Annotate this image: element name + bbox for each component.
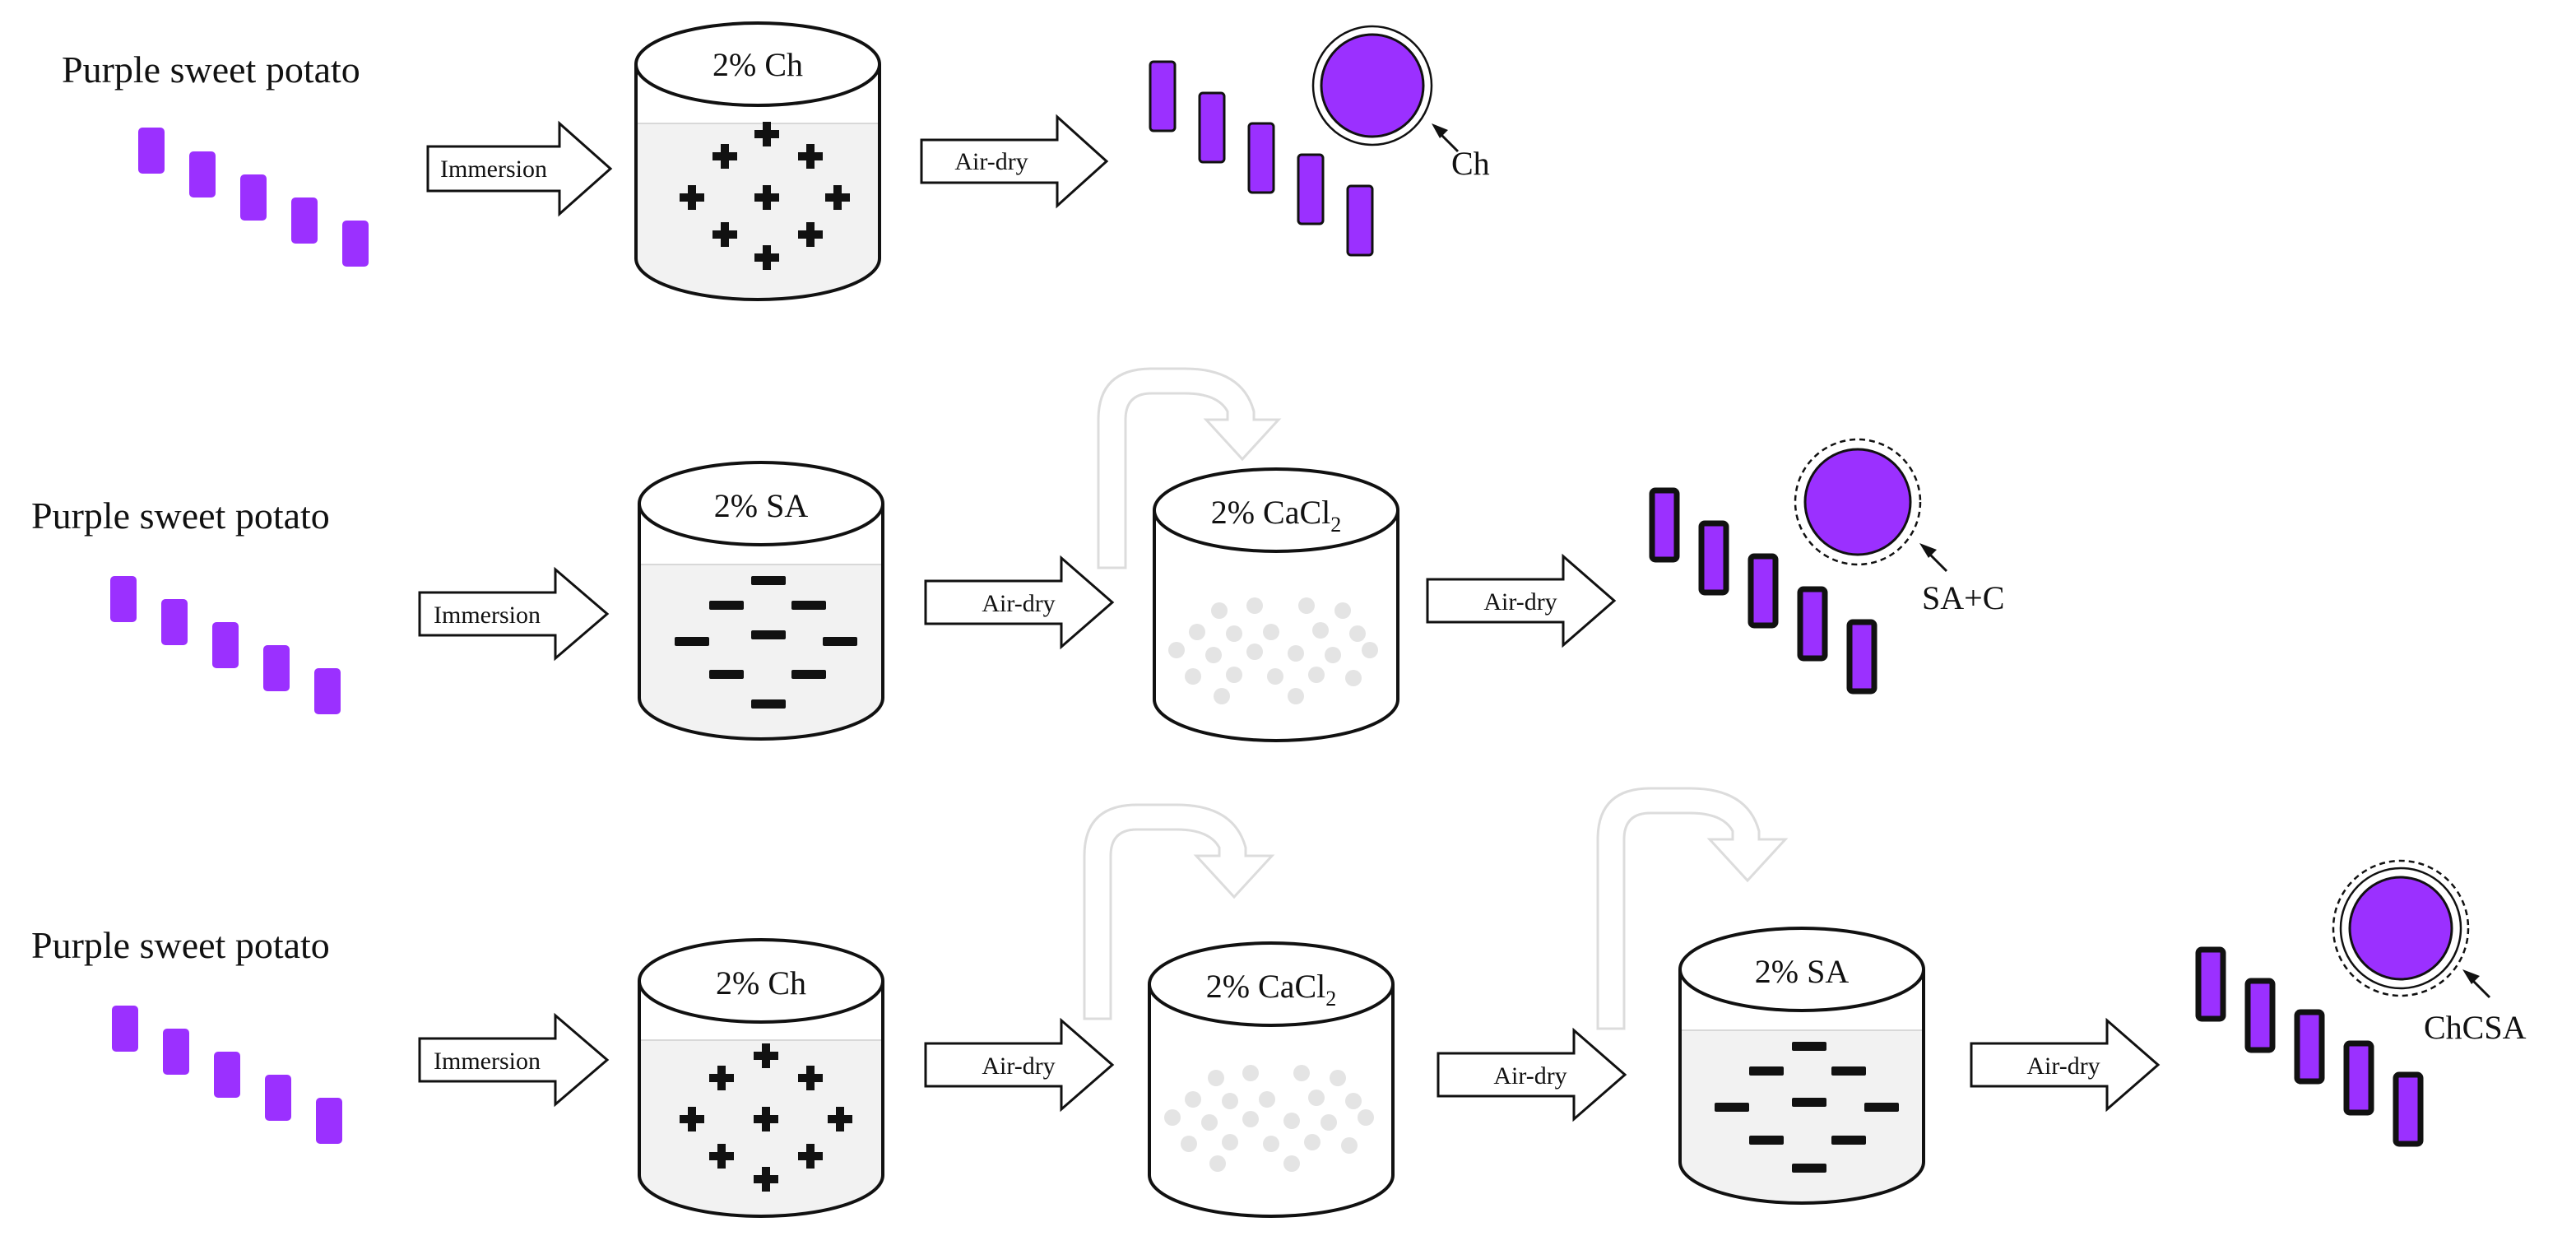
row-2-coated-particle: SA+C (1794, 438, 2004, 616)
row-2-tank-label: 2% SA (714, 487, 809, 524)
row-2-title: Purple sweet potato (31, 495, 330, 537)
row-3-coated-slices (2195, 946, 2424, 1147)
row-2-arrow-air-dry-1-label: Air-dry (982, 590, 1055, 617)
row-3-arrow-immersion-label: Immersion (434, 1048, 541, 1075)
row-2-coating-label: SA+C (1922, 579, 2004, 616)
row-1-tank-ch: 2% Ch (634, 21, 881, 301)
row-2-tank-sa: 2% SA (638, 461, 884, 741)
row-2-arrow-air-dry-2-label: Air-dry (1483, 588, 1557, 616)
row-3-tank-cacl2: 2% CaCl2 (1148, 941, 1395, 1218)
row-3-minus-ions (1715, 1042, 1899, 1173)
row-2-tank-label-2: 2% CaCl2 (1211, 494, 1342, 537)
row-1-arrow-air-dry: Air-dry (920, 114, 1109, 209)
row-3-arrow-air-dry-1-label: Air-dry (982, 1052, 1055, 1080)
row-1-plus-ions (680, 122, 850, 270)
row-2-transfer-arrow (1097, 367, 1282, 569)
row-1-tank-label: 2% Ch (712, 46, 803, 83)
row-3: Purple sweet potato Immersion 2% Ch (31, 787, 2527, 1218)
row-3-tank-ch: 2% Ch (638, 938, 884, 1218)
row-1: Purple sweet potato Immersion 2% Ch (62, 21, 1490, 301)
row-2-potato-slices (110, 576, 341, 714)
row-1-coating-label: Ch (1451, 145, 1490, 182)
row-2-minus-ions (675, 576, 857, 709)
row-2-coated-slices (1649, 487, 1877, 695)
row-2: Purple sweet potato Immersion 2% SA (31, 367, 2004, 742)
row-1-arrow-immersion-label: Immersion (440, 156, 547, 183)
row-3-plus-ions (680, 1043, 852, 1192)
row-3-coating-label: ChCSA (2424, 1009, 2527, 1046)
row-2-arrow-immersion-label: Immersion (434, 602, 541, 629)
row-3-transfer-arrow-2 (1596, 787, 1789, 1030)
row-2-arrow-air-dry-2: Air-dry (1426, 553, 1617, 648)
row-2-arrow-air-dry-1: Air-dry (924, 555, 1115, 650)
row-1-coated-slices (1149, 60, 1374, 257)
row-3-tank-label-3: 2% SA (1755, 953, 1850, 990)
row-3-arrow-immersion: Immersion (418, 1012, 610, 1108)
row-3-arrow-air-dry-3-label: Air-dry (2026, 1052, 2100, 1080)
row-1-coated-particle: Ch (1311, 25, 1490, 182)
row-3-arrow-air-dry-2: Air-dry (1437, 1027, 1627, 1122)
row-2-arrow-immersion: Immersion (418, 566, 610, 662)
row-2-calcium-dots (1168, 597, 1378, 704)
row-3-tank-label: 2% Ch (716, 964, 806, 1001)
row-3-arrow-air-dry-2-label: Air-dry (1493, 1062, 1566, 1090)
row-1-arrow-immersion: Immersion (426, 120, 613, 217)
row-1-title: Purple sweet potato (62, 49, 360, 91)
row-3-calcium-dots (1164, 1065, 1374, 1172)
row-3-arrow-air-dry-1: Air-dry (924, 1017, 1115, 1113)
row-3-arrow-air-dry-3: Air-dry (1970, 1017, 2161, 1113)
row-3-transfer-arrow-1 (1083, 803, 1275, 1020)
row-3-tank-label-2: 2% CaCl2 (1206, 968, 1337, 1011)
row-3-potato-slices (112, 1006, 342, 1144)
row-2-tank-cacl2: 2% CaCl2 (1153, 467, 1399, 742)
row-3-title: Purple sweet potato (31, 924, 330, 966)
row-1-potato-slices (138, 128, 369, 267)
row-1-arrow-air-dry-label: Air-dry (954, 148, 1028, 175)
row-3-tank-sa: 2% SA (1678, 927, 1925, 1205)
row-3-coated-particle: ChCSA (2332, 859, 2527, 1046)
